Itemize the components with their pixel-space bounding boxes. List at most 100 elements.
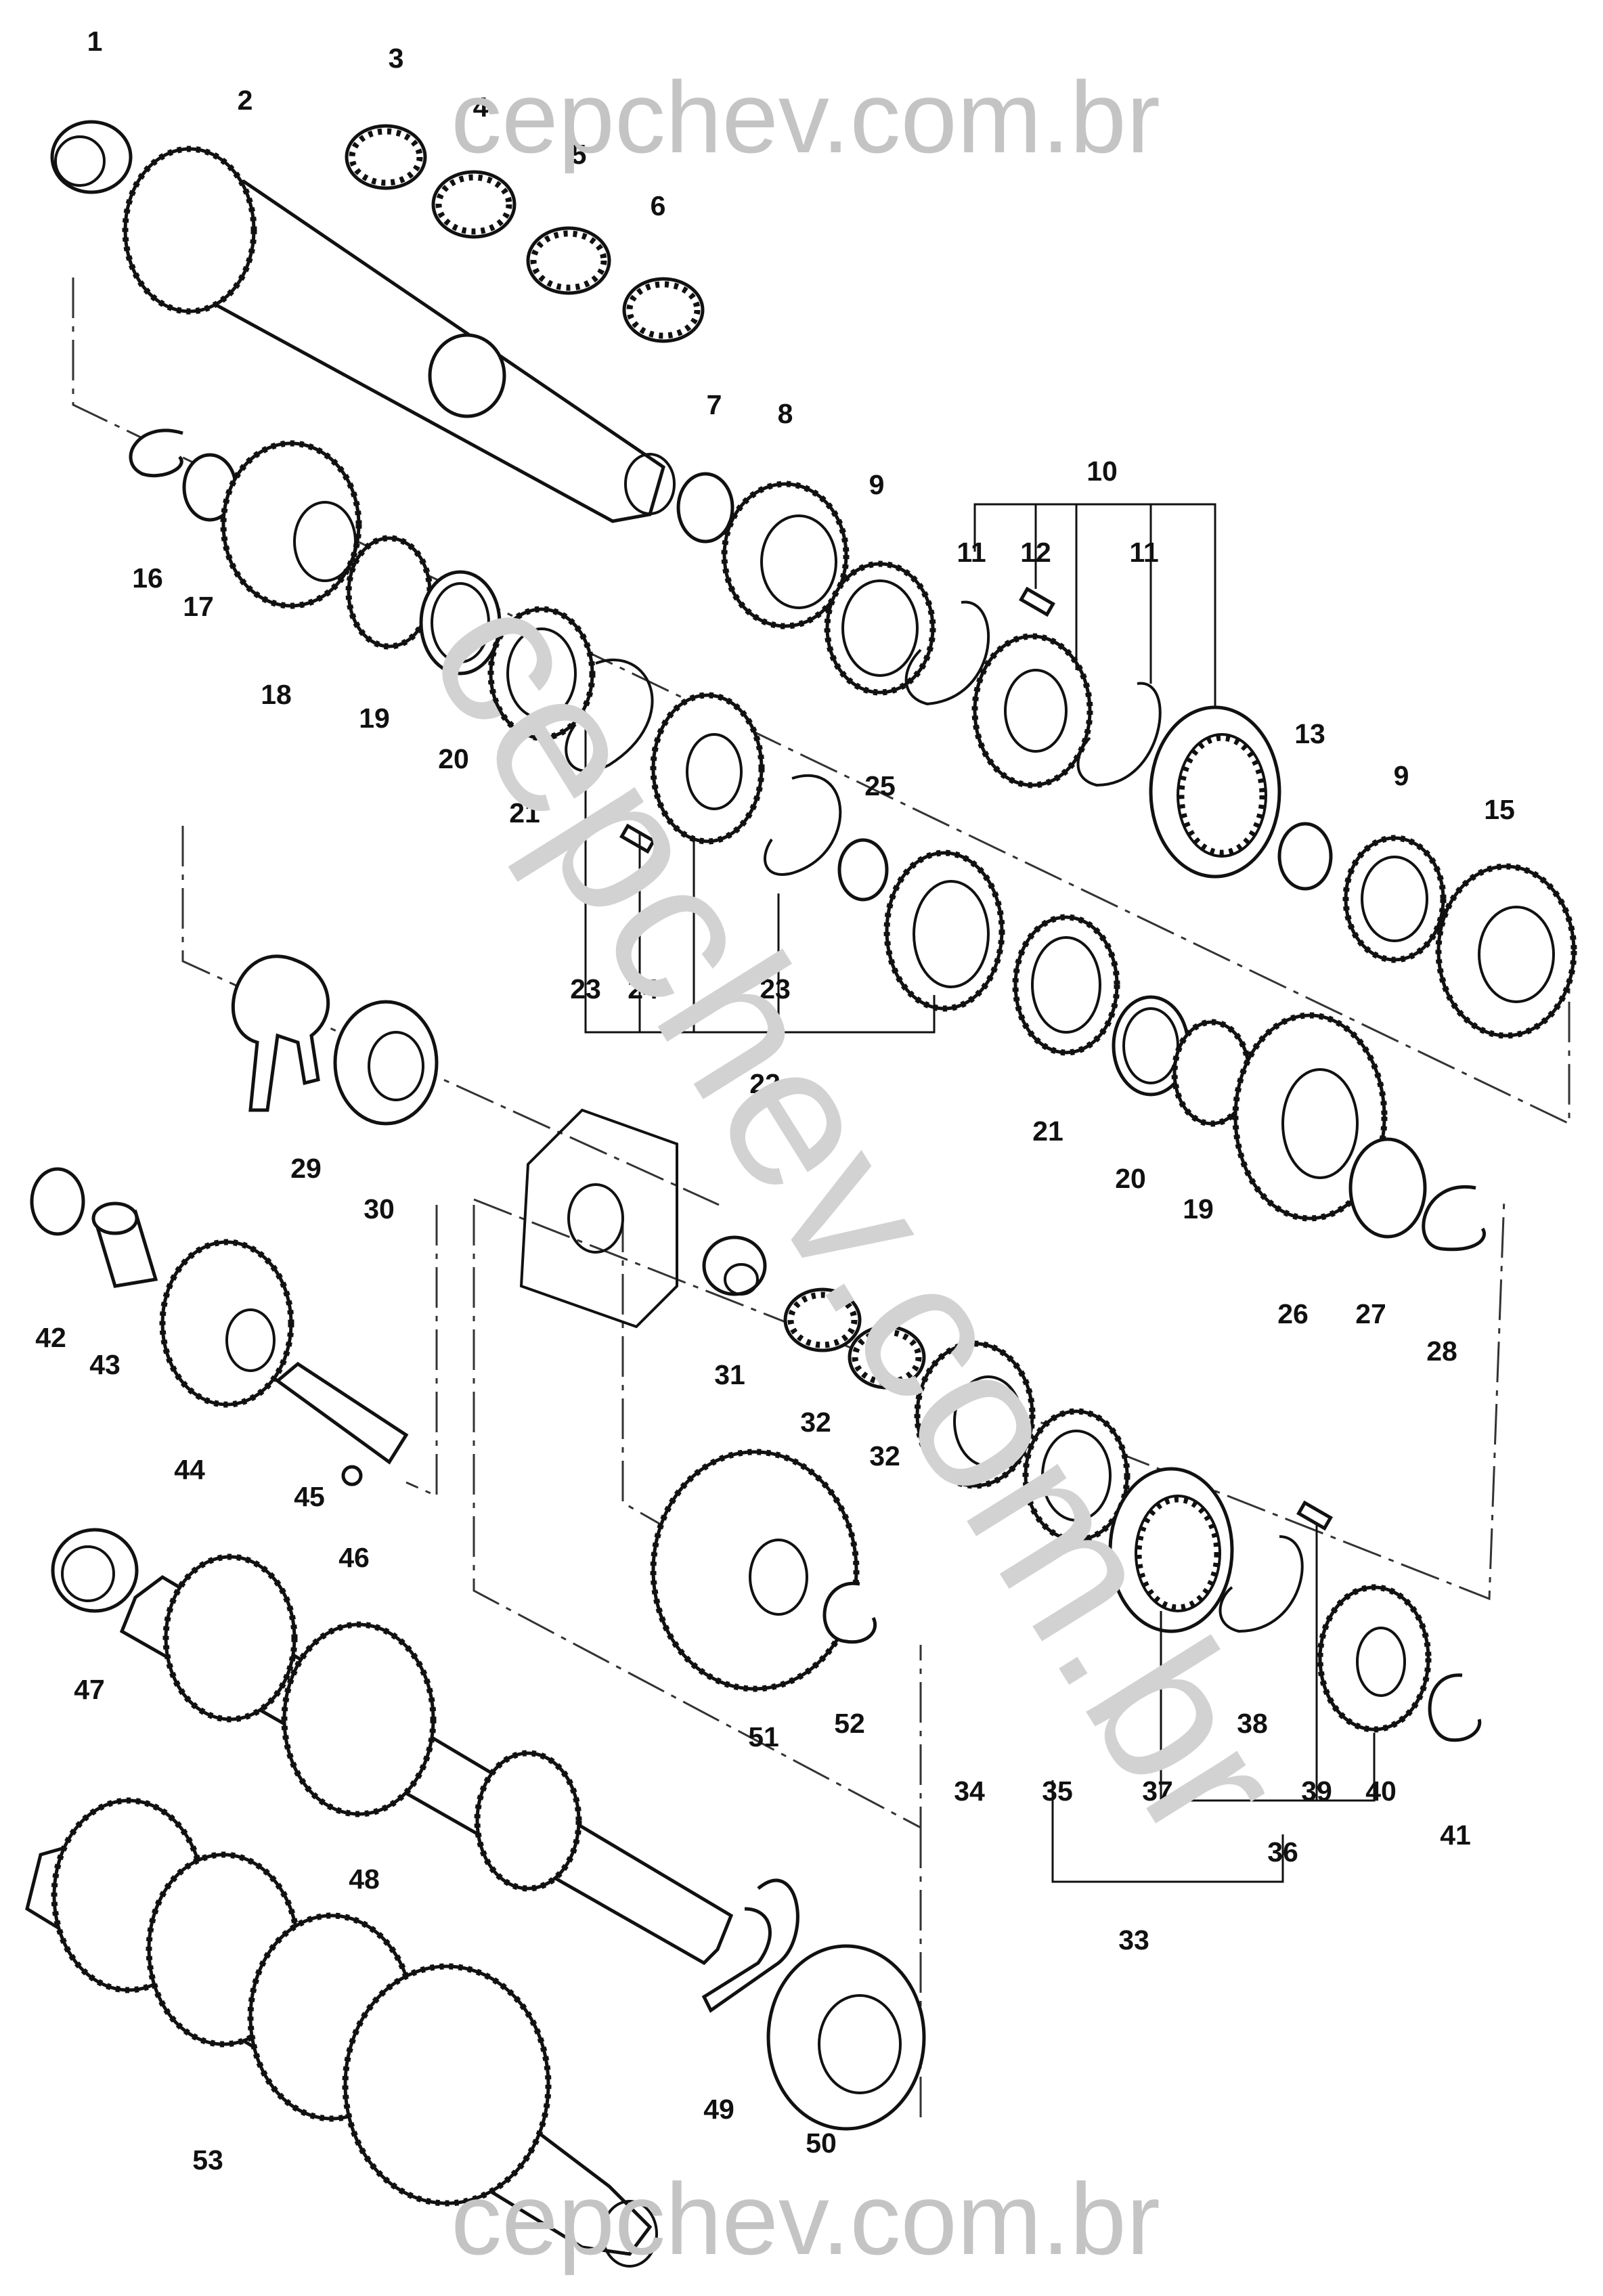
- callout-label: 15: [1484, 794, 1515, 825]
- circlip-part-28: [1422, 1185, 1486, 1252]
- ball-bearing-part-50: [766, 1944, 926, 2131]
- synchro-ring-part-21: [487, 606, 596, 741]
- gearbox-housing-outline: [519, 1108, 678, 1329]
- callout-brackets: [584, 503, 1376, 1883]
- circlip-part-52: [822, 1581, 877, 1644]
- needle-bearing-part-3: [345, 124, 427, 190]
- callout-label: 4: [473, 91, 489, 123]
- idler-shaft-part-45: [274, 1361, 409, 1465]
- needle-bearing-part-5: [526, 226, 611, 295]
- callout-label: 8: [778, 398, 793, 429]
- callout-label: 31: [714, 1359, 745, 1390]
- gear-part-26: [1232, 1012, 1388, 1222]
- retaining-clip-part-49: [701, 1878, 799, 2013]
- retaining-clip-part-29: [231, 954, 330, 1112]
- callout-label: 48: [349, 1863, 380, 1895]
- gear-part-34: [914, 1340, 1036, 1489]
- needle-bearing-part-32a: [783, 1287, 862, 1352]
- circlip-part-16: [129, 428, 183, 478]
- synchro-ring-part-9: [824, 560, 936, 696]
- synchro-ring-part-9b: [1342, 835, 1447, 963]
- synchro-ring-part-20: [419, 570, 502, 676]
- callout-label: 26: [1277, 1298, 1309, 1329]
- synchro-ring-part-21b: [1012, 914, 1120, 1056]
- spring-ring-part-11a: [904, 600, 990, 706]
- callout-label: 17: [183, 591, 214, 622]
- callout-label: 35: [1042, 1775, 1073, 1807]
- callout-label: 11: [957, 537, 986, 568]
- synchro-ring-part-19: [345, 535, 433, 650]
- synchro-ring-part-35: [1022, 1408, 1130, 1543]
- callout-label: 24: [628, 973, 659, 1005]
- callout-label: 32: [869, 1440, 900, 1472]
- callout-label: 37: [1142, 1775, 1173, 1807]
- assembly-guide-lines: [72, 278, 1571, 2125]
- key-part-12: [1019, 586, 1055, 617]
- spring-ring-part-23b: [764, 774, 842, 876]
- callout-label: 18: [261, 679, 292, 710]
- callout-label: 3: [389, 43, 404, 74]
- callout-label: 33: [1118, 1924, 1149, 1956]
- synchro-hub-part-22: [650, 692, 765, 845]
- callout-label: 13: [1294, 718, 1325, 749]
- callout-label: 52: [834, 1708, 865, 1739]
- parts-layer: [25, 120, 1577, 2268]
- key-part-39: [1296, 1500, 1333, 1531]
- callout-label: 50: [806, 2127, 837, 2159]
- callout-label: 21: [509, 797, 540, 829]
- callout-label: 45: [294, 1481, 325, 1512]
- ball-bearing-part-30: [333, 1000, 439, 1126]
- callout-label: 41: [1440, 1819, 1471, 1851]
- circlip-part-13: [1277, 822, 1333, 891]
- reverse-idler-gear-part-44: [159, 1239, 294, 1408]
- callout-label: 34: [954, 1775, 985, 1807]
- needle-bearing-part-47: [51, 1528, 139, 1613]
- mainshaft-assembly-part-53: [25, 1797, 658, 2268]
- callout-label: 27: [1355, 1298, 1386, 1329]
- callout-label: 23: [570, 973, 601, 1005]
- callout-label: 25: [864, 770, 896, 801]
- callout-label: 44: [174, 1454, 205, 1485]
- callout-label: 11: [1129, 537, 1158, 568]
- spring-ring-part-23a: [565, 658, 654, 773]
- synchro-hub-part-40: [1317, 1584, 1432, 1733]
- synchro-sleeve-part-10: [1149, 705, 1281, 879]
- synchro-sleeve-part-22: [883, 849, 1005, 1012]
- callout-label: 1: [87, 26, 103, 57]
- callout-label: 49: [703, 2094, 734, 2125]
- ball-part-46: [341, 1465, 363, 1486]
- callout-label: 20: [438, 743, 469, 774]
- reverse-gear-part-51: [650, 1449, 860, 1692]
- callout-label: 19: [1183, 1193, 1214, 1224]
- callout-label: 32: [800, 1407, 831, 1438]
- callout-label: 39: [1301, 1775, 1332, 1807]
- callout-label: 20: [1115, 1163, 1146, 1194]
- callout-label: 2: [238, 85, 253, 116]
- callout-label: 22: [749, 1068, 781, 1099]
- callout-label: 5: [571, 139, 587, 170]
- callout-label: 36: [1267, 1836, 1298, 1868]
- synchro-sleeve-part-37: [1108, 1467, 1234, 1633]
- needle-bearing-part-6: [622, 277, 705, 343]
- callout-label: 51: [748, 1721, 779, 1752]
- callout-label: 42: [35, 1322, 66, 1353]
- callout-label: 9: [1394, 760, 1409, 791]
- gear-part-15: [1435, 863, 1577, 1039]
- gear-part-18: [220, 440, 362, 609]
- sleeve-part-43: [91, 1201, 158, 1288]
- thrust-washer-part-7: [676, 472, 734, 544]
- callout-label: 9: [869, 469, 885, 500]
- circlip-part-25: [837, 838, 889, 902]
- washer-part-27: [1348, 1137, 1427, 1239]
- callout-label: 23: [760, 973, 791, 1005]
- callout-label: 29: [290, 1153, 322, 1184]
- input-shaft-part-2: [122, 146, 676, 523]
- needle-bearing-part-32b: [848, 1325, 926, 1390]
- gear-part-8: [721, 481, 850, 630]
- callout-label: 38: [1237, 1708, 1268, 1739]
- callout-label: 30: [364, 1193, 395, 1224]
- watermark-top: cepchev.com.br: [451, 60, 1160, 174]
- washer-part-42: [30, 1167, 85, 1236]
